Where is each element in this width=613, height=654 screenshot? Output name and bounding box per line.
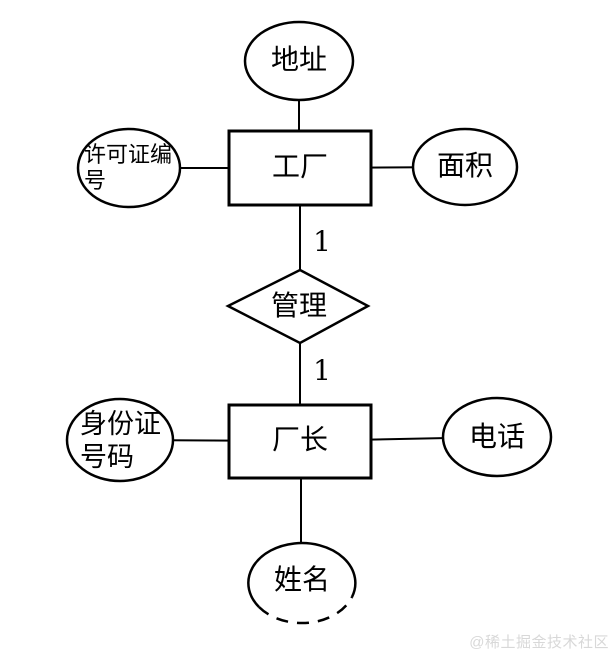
relationship-label-manage: 管理 [270, 289, 328, 321]
attribute-ellipse-license [76, 127, 182, 209]
attribute-label-area: 面积 [436, 149, 494, 181]
entity-rect-factory [227, 129, 373, 207]
attribute-ellipse-address [243, 20, 355, 102]
cardinality-label-bottom: 1 [313, 353, 331, 387]
attribute-ellipse-name-top-arc [247, 541, 357, 608]
attribute-ellipse-area [411, 127, 519, 207]
attribute-label-address: 地址 [270, 43, 328, 75]
entity-label-director: 厂长 [271, 423, 329, 455]
attribute-ellipse-name-dashed-arc [258, 596, 354, 625]
attribute-ellipse-phone [441, 396, 553, 478]
entity-label-factory: 工厂 [271, 150, 329, 182]
relationship-diamond-manage [225, 268, 371, 345]
attribute-label-phone: 电话 [468, 420, 526, 452]
attribute-label-idnumber: 身份证号码 [80, 409, 161, 472]
attribute-label-name: 姓名 [273, 563, 331, 595]
attribute-label-license: 许可证编号 [84, 142, 173, 193]
attribute-ellipse-name-fill [248, 543, 356, 623]
entity-rect-director [227, 403, 373, 480]
watermark-text: @稀土掘金技术社区 [469, 634, 609, 651]
cardinality-label-top: 1 [313, 224, 331, 258]
attribute-ellipse-idnumber [65, 397, 175, 483]
